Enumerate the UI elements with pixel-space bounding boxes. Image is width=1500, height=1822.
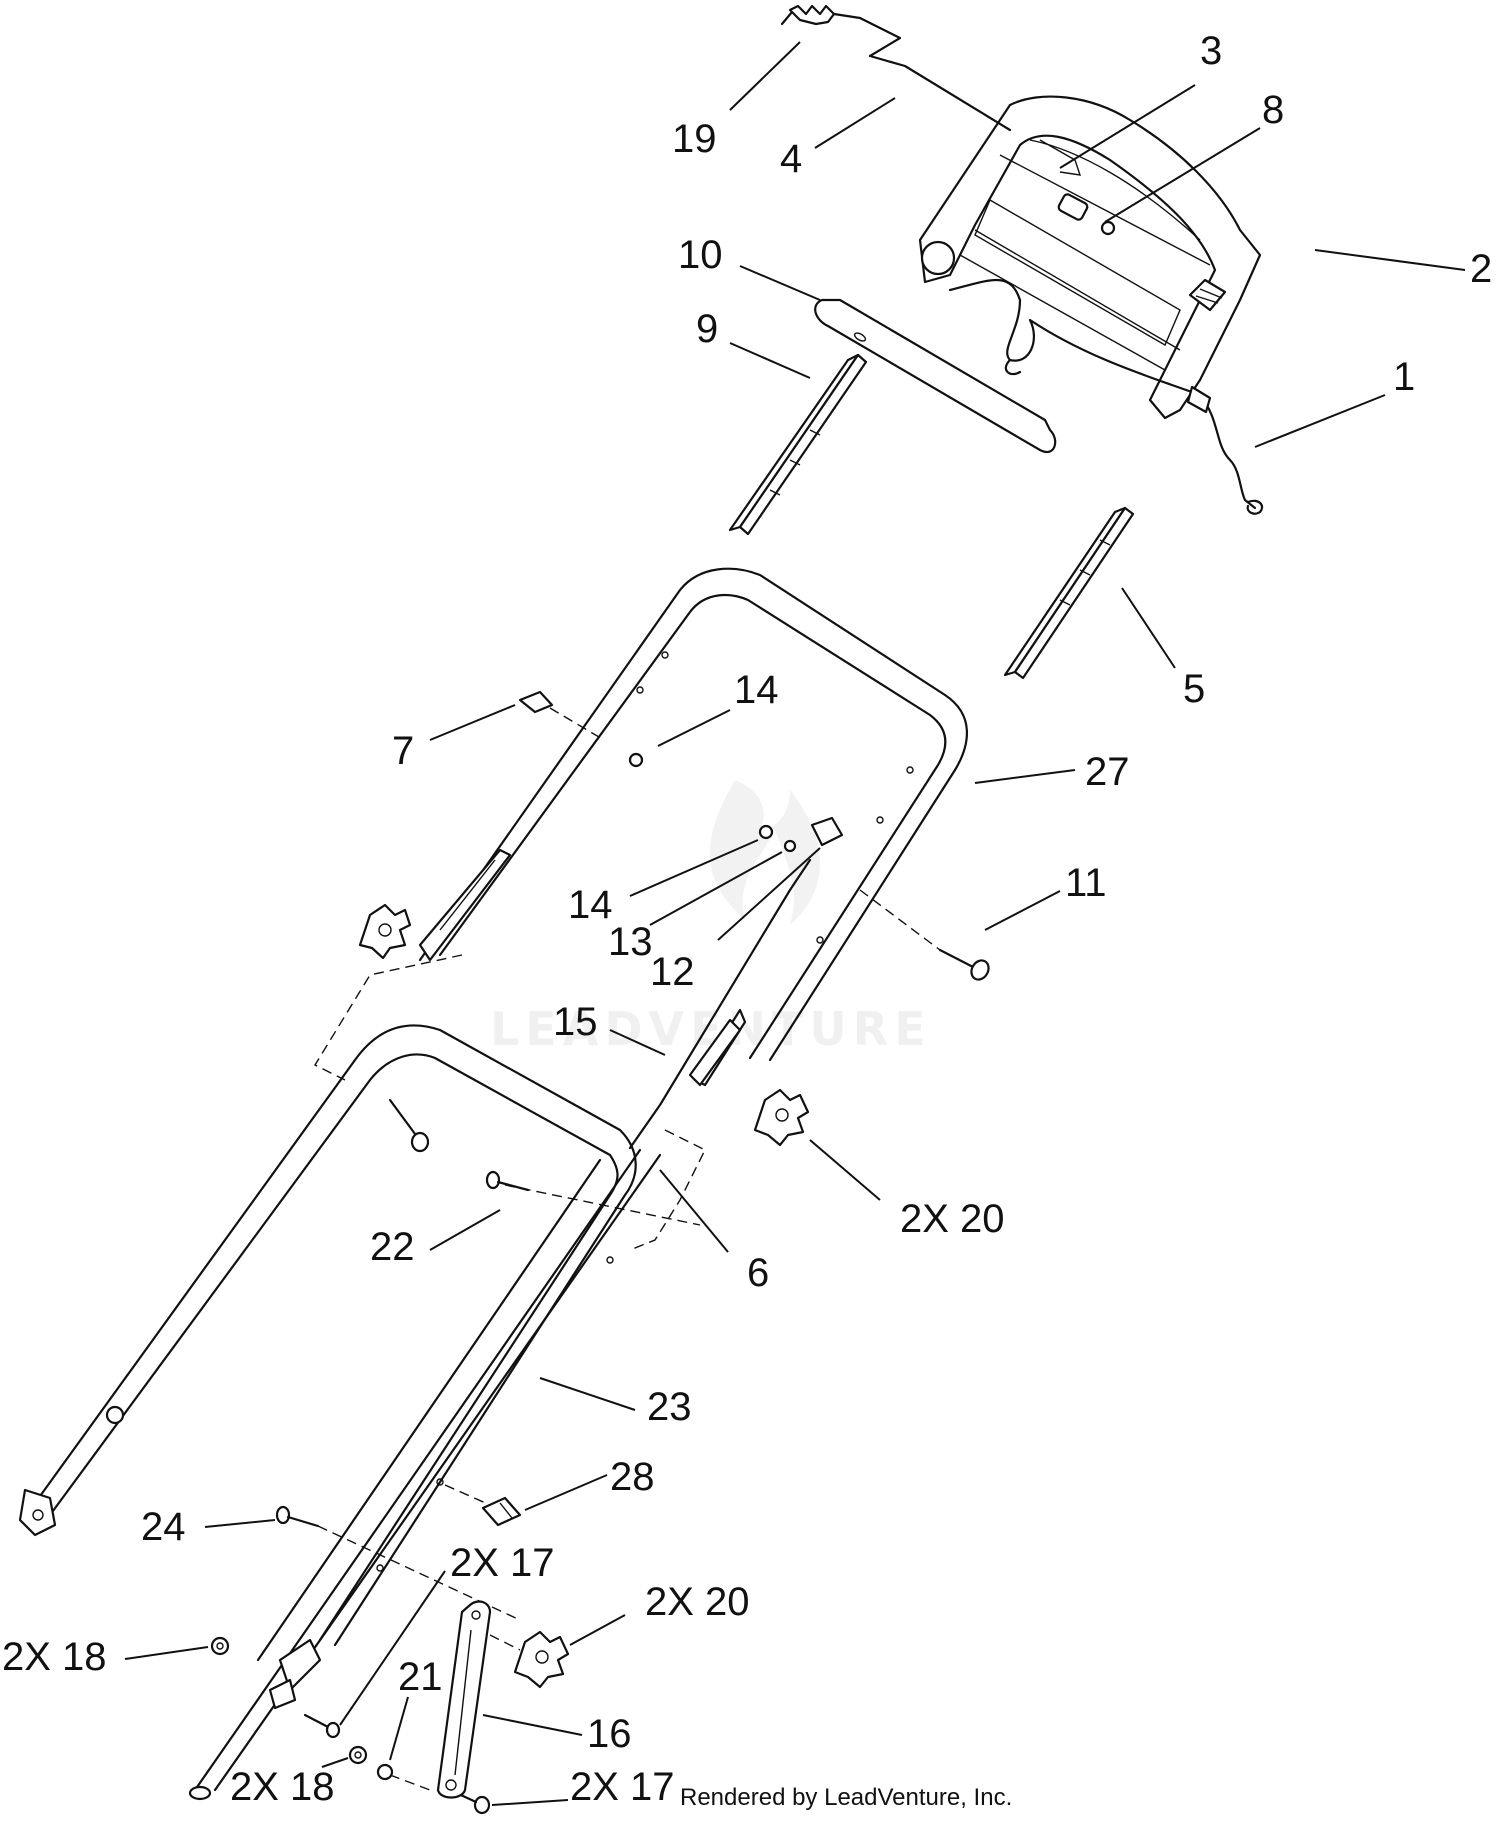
part-6-bracket <box>688 1008 747 1087</box>
part-19-spring <box>780 4 836 26</box>
part-17-bolt-upper <box>303 1713 341 1739</box>
dash-21 <box>389 1774 431 1791</box>
leadventure-watermark: LEADVENTURE <box>490 780 932 1056</box>
callout-8: 8 <box>1262 88 1284 132</box>
part-7-clip <box>518 690 554 714</box>
part-20-knob-left <box>358 903 412 960</box>
callout-11: 11 <box>1065 861 1107 905</box>
callout-5: 5 <box>1183 667 1205 711</box>
part-9-bracket <box>728 353 868 536</box>
callout-14-upper: 14 <box>734 668 779 712</box>
callout-3: 3 <box>1200 29 1222 73</box>
dash-11 <box>859 889 941 951</box>
part-20-knob-right <box>753 1088 810 1147</box>
callout-2: 2 <box>1470 247 1492 291</box>
credit-text: Rendered by LeadVenture, Inc. <box>680 1784 1012 1811</box>
callout-23: 23 <box>647 1385 692 1429</box>
callout-24: 24 <box>141 1505 186 1549</box>
part-24-bolt <box>275 1505 320 1528</box>
callout-21: 21 <box>398 1655 443 1699</box>
callout-2x17-lower: 2X 17 <box>570 1765 675 1809</box>
callout-7: 7 <box>392 729 414 773</box>
callout-2x18-upper: 2X 18 <box>2 1635 107 1679</box>
callout-28: 28 <box>610 1455 655 1499</box>
latch-plate-left <box>418 848 512 962</box>
part-1-cable <box>948 278 1264 515</box>
callout-16: 16 <box>587 1712 632 1756</box>
callout-15: 15 <box>553 1000 598 1044</box>
callout-2x20-upper: 2X 20 <box>900 1197 1005 1241</box>
part-15-cable <box>628 858 812 1150</box>
dash-7 <box>549 707 605 741</box>
callout-22: 22 <box>370 1225 415 1269</box>
part-18-nut-upper <box>210 1636 230 1656</box>
callout-4: 4 <box>780 137 802 181</box>
callout-27: 27 <box>1085 750 1130 794</box>
callout-13: 13 <box>608 920 653 964</box>
callout-6: 6 <box>747 1251 769 1295</box>
part-22-bolt <box>485 1170 530 1192</box>
callout-14-lower: 14 <box>568 883 613 927</box>
callout-2x20-lower: 2X 20 <box>645 1580 750 1624</box>
part-14-nut-lower <box>758 824 774 840</box>
part-27-upper-handle <box>418 567 968 1062</box>
callout-2x17-upper: 2X 17 <box>450 1541 555 1585</box>
dash-28 <box>444 1484 491 1506</box>
part-12-cable-guide <box>810 816 844 847</box>
part-21-washer <box>376 1763 394 1781</box>
part-10-cover-plate <box>814 298 1057 453</box>
part-4-bail-rod <box>832 12 1012 132</box>
callout-labels: 19 4 3 8 2 10 9 1 5 14 7 27 11 14 13 12 … <box>2 29 1492 1809</box>
part-3-connector <box>1057 193 1089 221</box>
callout-2x18-lower: 2X 18 <box>230 1765 335 1809</box>
part-8-nut <box>1100 220 1116 236</box>
part-13-washer <box>783 839 797 853</box>
callout-19: 19 <box>672 117 717 161</box>
part-20-knob-lower <box>513 1630 570 1689</box>
part-14-nut-upper <box>628 752 644 768</box>
part-5-bracket <box>1003 506 1135 680</box>
callout-9: 9 <box>696 307 718 351</box>
part-17-bolt-lower <box>448 1788 491 1815</box>
part-11-bolt <box>938 948 990 981</box>
dash-box-left <box>314 954 463 1081</box>
watermark-text: LEADVENTURE <box>490 1002 932 1056</box>
part-28-clip <box>481 1496 522 1527</box>
callout-12: 12 <box>650 950 695 994</box>
lower-tube-bolt <box>388 1098 430 1153</box>
part-2-upper-control-housing <box>918 95 1262 420</box>
inner-rods <box>188 1148 662 1801</box>
dash-20-lower <box>489 1634 521 1651</box>
lower-bracket <box>268 1638 322 1710</box>
callout-1: 1 <box>1393 355 1415 399</box>
callout-10: 10 <box>678 233 723 277</box>
dash-box-center <box>629 1129 706 1251</box>
part-18-nut-lower <box>348 1745 368 1765</box>
leader-lines <box>124 41 1466 1806</box>
part-16-link-bar <box>436 1600 492 1799</box>
